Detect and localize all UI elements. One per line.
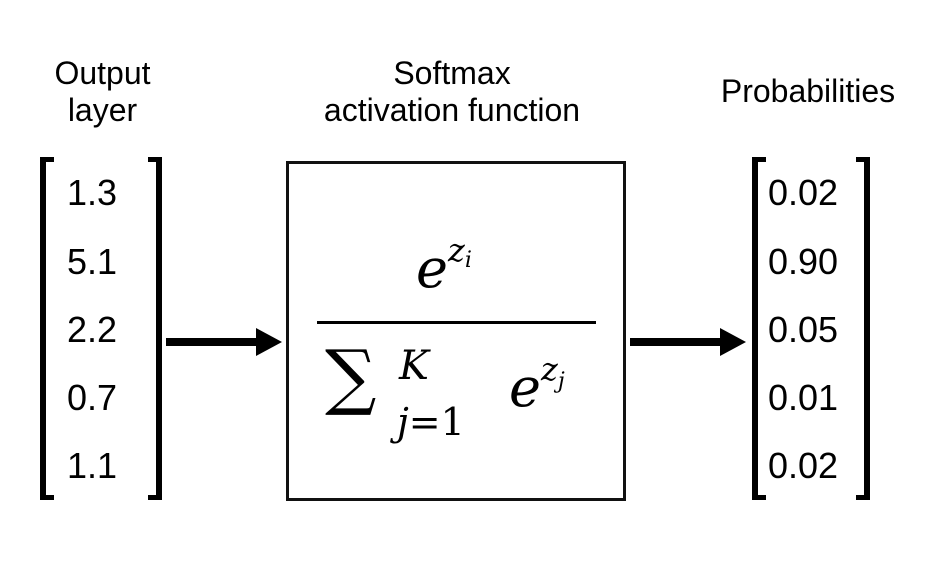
input-arrow-icon xyxy=(166,328,282,356)
numerator-base: e xyxy=(416,237,448,300)
sum-symbol: ∑ xyxy=(325,334,377,418)
numerator-exponent-subscript: i xyxy=(464,248,472,273)
softmax-heading-line-1: Softmax xyxy=(393,55,511,91)
denominator-base: e xyxy=(509,356,541,419)
softmax-formula-box: ezi ∑ K j=1 ezj xyxy=(286,161,626,501)
sum-upper-limit: K xyxy=(399,343,429,389)
right-bracket xyxy=(856,157,870,500)
probabilities-heading: Probabilities xyxy=(720,73,896,109)
output-value: 2.2 xyxy=(67,309,118,350)
output-value: 5.1 xyxy=(67,241,118,282)
denominator-exponential: ezj xyxy=(509,350,565,430)
probability-value: 0.02 xyxy=(768,172,839,213)
probability-value: 0.02 xyxy=(768,445,839,486)
denominator-exponent-subscript: j xyxy=(557,369,565,394)
softmax-heading-line-2: activation function xyxy=(323,92,581,128)
formula-numerator: ezi xyxy=(416,231,472,311)
probability-value: 0.05 xyxy=(768,309,839,350)
fraction-line xyxy=(317,321,596,324)
left-bracket xyxy=(40,157,54,500)
sum-lower-start: =1 xyxy=(408,400,465,444)
output-arrow-icon xyxy=(630,328,746,356)
probabilities-vector: 0.02 0.90 0.05 0.01 0.02 xyxy=(752,157,870,500)
probability-value: 0.01 xyxy=(768,377,839,418)
output-layer-vector: 1.3 5.1 2.2 0.7 1.1 xyxy=(40,157,162,500)
sum-lower-variable: j xyxy=(397,400,409,444)
numerator-exponent: z xyxy=(447,231,465,269)
output-value: 1.1 xyxy=(67,445,118,486)
output-layer-heading: Output layer xyxy=(20,55,185,129)
output-value: 0.7 xyxy=(67,377,118,418)
right-bracket xyxy=(148,157,162,500)
output-layer-heading-line-1: Output xyxy=(54,55,151,91)
left-bracket xyxy=(752,157,766,500)
sum-lower-limit: j=1 xyxy=(397,392,465,452)
output-layer-heading-line-2: layer xyxy=(67,92,138,128)
softmax-heading: Softmax activation function xyxy=(262,55,642,129)
probability-value: 0.90 xyxy=(768,241,839,282)
denominator-exponent: z xyxy=(540,350,558,388)
output-value: 1.3 xyxy=(67,172,118,213)
output-layer-values: 1.3 5.1 2.2 0.7 1.1 xyxy=(40,157,162,500)
probability-values: 0.02 0.90 0.05 0.01 0.02 xyxy=(752,157,870,500)
